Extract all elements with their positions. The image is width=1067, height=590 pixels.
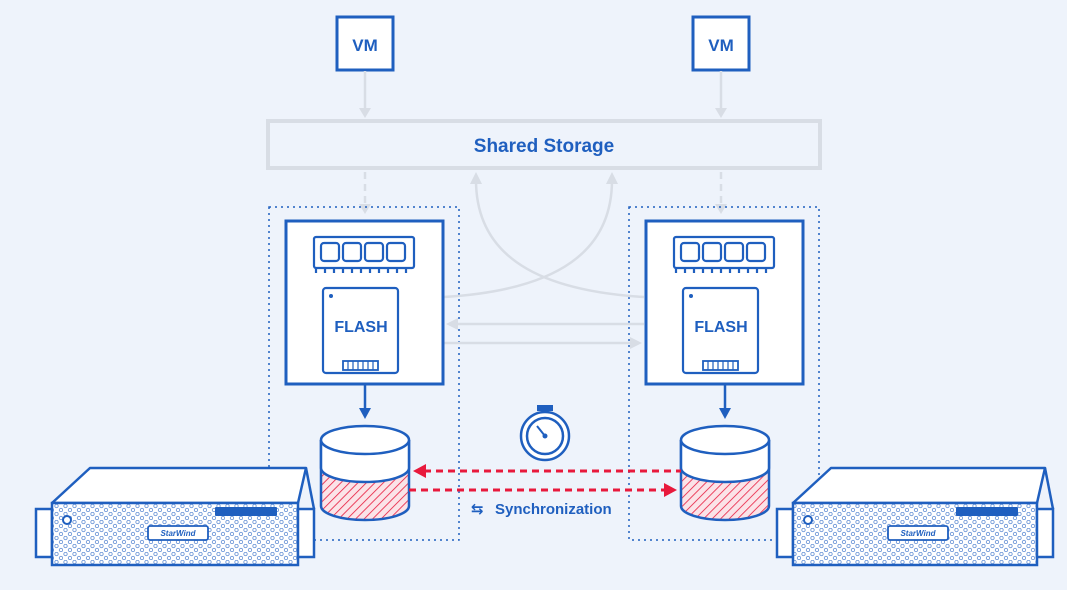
sync-label: Synchronization xyxy=(495,501,612,518)
server-left-brand: StarWind xyxy=(160,529,196,538)
sync-arrows-icon: ⇆ xyxy=(471,501,484,518)
server-right-brand: StarWind xyxy=(900,529,936,538)
vm-right-label: VM xyxy=(708,36,734,55)
cross-curve-arrows xyxy=(443,179,645,299)
vm-left-label: VM xyxy=(352,36,378,55)
vm-left: VM xyxy=(335,15,395,72)
node-horizontal-arrows xyxy=(444,318,644,349)
server-right-icon: StarWind xyxy=(775,466,1055,567)
flash-drive-right: FLASH xyxy=(681,286,760,375)
flash-left-label: FLASH xyxy=(334,319,387,336)
flash-drive-left: FLASH xyxy=(321,286,400,375)
flash-right-label: FLASH xyxy=(694,319,747,336)
vm-right: VM xyxy=(691,15,751,72)
shared-storage-label: Shared Storage xyxy=(474,136,614,157)
stopwatch-icon xyxy=(519,405,571,462)
shared-storage: Shared Storage xyxy=(266,119,822,170)
ram-module-right xyxy=(672,235,776,273)
storage-to-node-dashed-arrows xyxy=(359,172,727,214)
disk-right xyxy=(679,424,771,522)
cross-curve-arrowheads xyxy=(470,172,618,184)
disk-left xyxy=(319,424,411,522)
vm-to-storage-arrows xyxy=(359,71,727,118)
node-right-outline xyxy=(628,206,820,541)
host-left: FLASH xyxy=(284,219,445,386)
node-left-outline xyxy=(268,206,460,541)
host-right: FLASH xyxy=(644,219,805,386)
ram-module-left xyxy=(312,235,416,273)
host-to-disk-arrows xyxy=(359,385,731,419)
sync-arrows xyxy=(409,464,681,497)
server-left-icon: StarWind xyxy=(34,466,316,567)
